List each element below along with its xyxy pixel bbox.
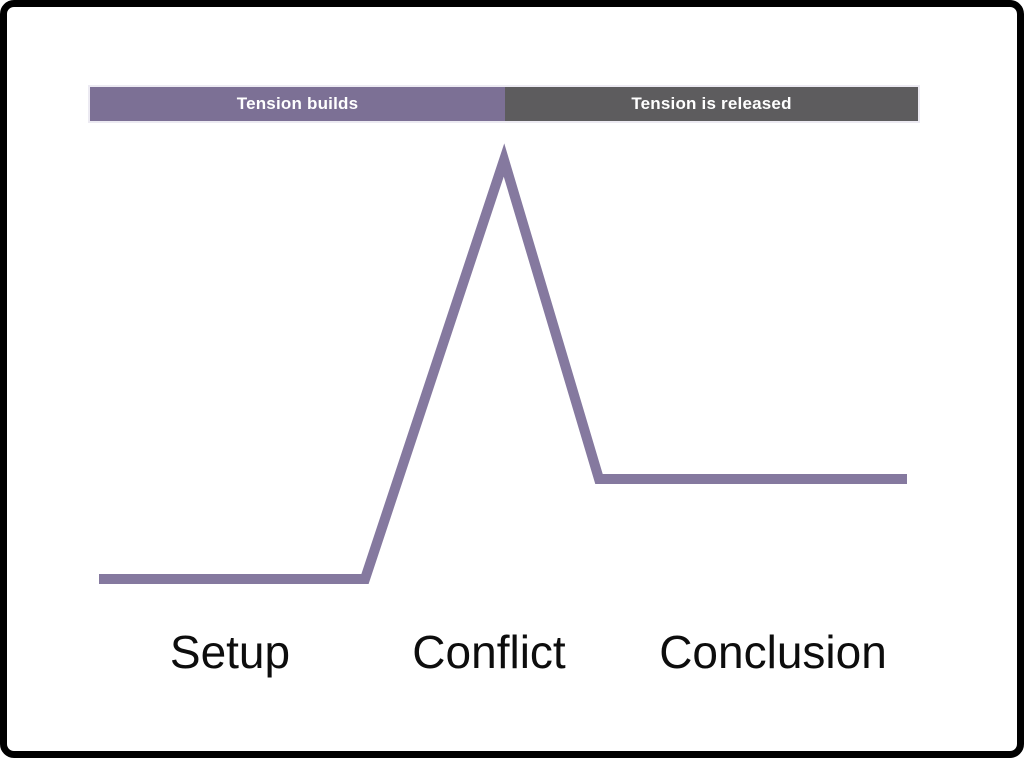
phase-bar-tension-released: Tension is released (505, 87, 918, 121)
phase-bar-tension-builds: Tension builds (90, 87, 505, 121)
stage-label-conclusion: Conclusion (659, 626, 887, 678)
stage-label-conflict: Conflict (412, 626, 566, 678)
phase-bar-label: Tension builds (236, 94, 359, 113)
stage-label-setup: Setup (169, 626, 291, 678)
phase-bars: Tension builds Tension is released (88, 85, 920, 123)
phase-bar-label: Tension is released (631, 94, 792, 113)
tension-arc-chart (99, 143, 907, 584)
tension-line (99, 143, 907, 584)
